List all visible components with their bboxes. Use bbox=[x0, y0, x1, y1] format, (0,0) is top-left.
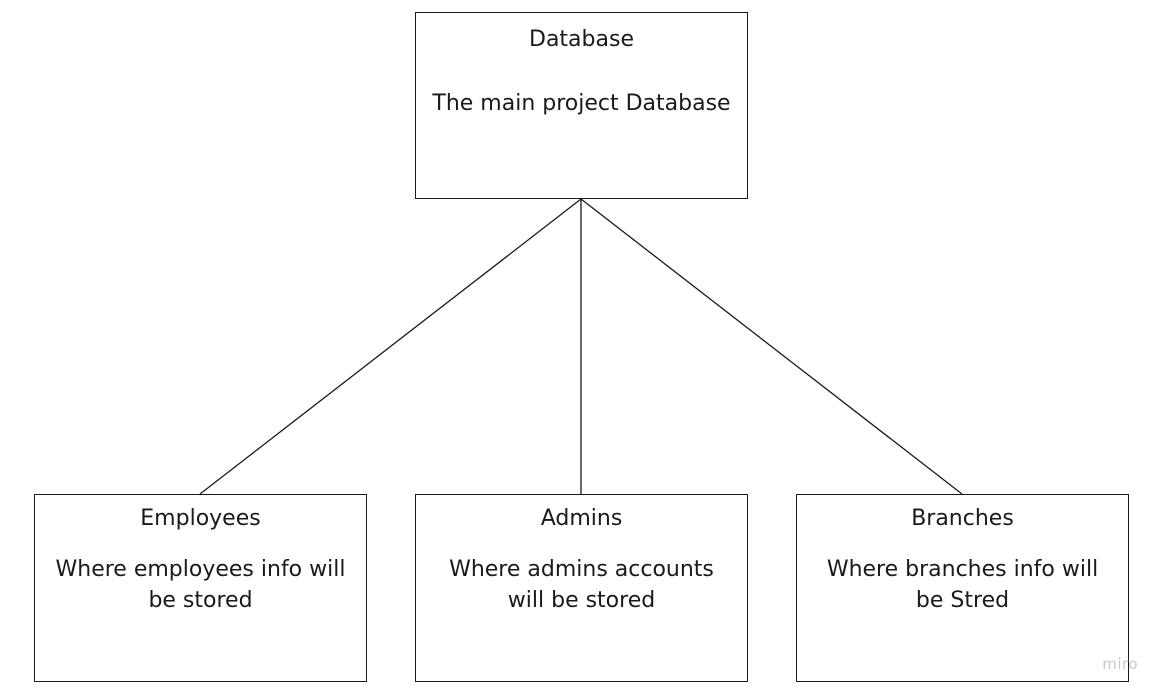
database-node[interactable]: Database The main project Database bbox=[415, 12, 748, 199]
node-description: The main project Database bbox=[432, 91, 731, 116]
connector-database-branches bbox=[580, 198, 963, 495]
node-title: Database bbox=[529, 27, 634, 52]
connector-database-employees bbox=[199, 198, 582, 495]
node-title: Admins bbox=[540, 506, 623, 531]
admins-node[interactable]: Admins Where admins accounts will be sto… bbox=[415, 494, 748, 682]
node-description: Where employees info will be stored bbox=[55, 557, 346, 613]
node-title: Employees bbox=[140, 506, 261, 531]
employees-node[interactable]: Employees Where employees info will be s… bbox=[34, 494, 367, 682]
node-description: Where branches info will be Stred bbox=[826, 557, 1099, 613]
node-description: Where admins accounts will be stored bbox=[449, 557, 714, 613]
node-title: Branches bbox=[911, 506, 1014, 531]
miro-watermark: miro bbox=[1102, 655, 1138, 673]
branches-node[interactable]: Branches Where branches info will be Str… bbox=[796, 494, 1129, 682]
